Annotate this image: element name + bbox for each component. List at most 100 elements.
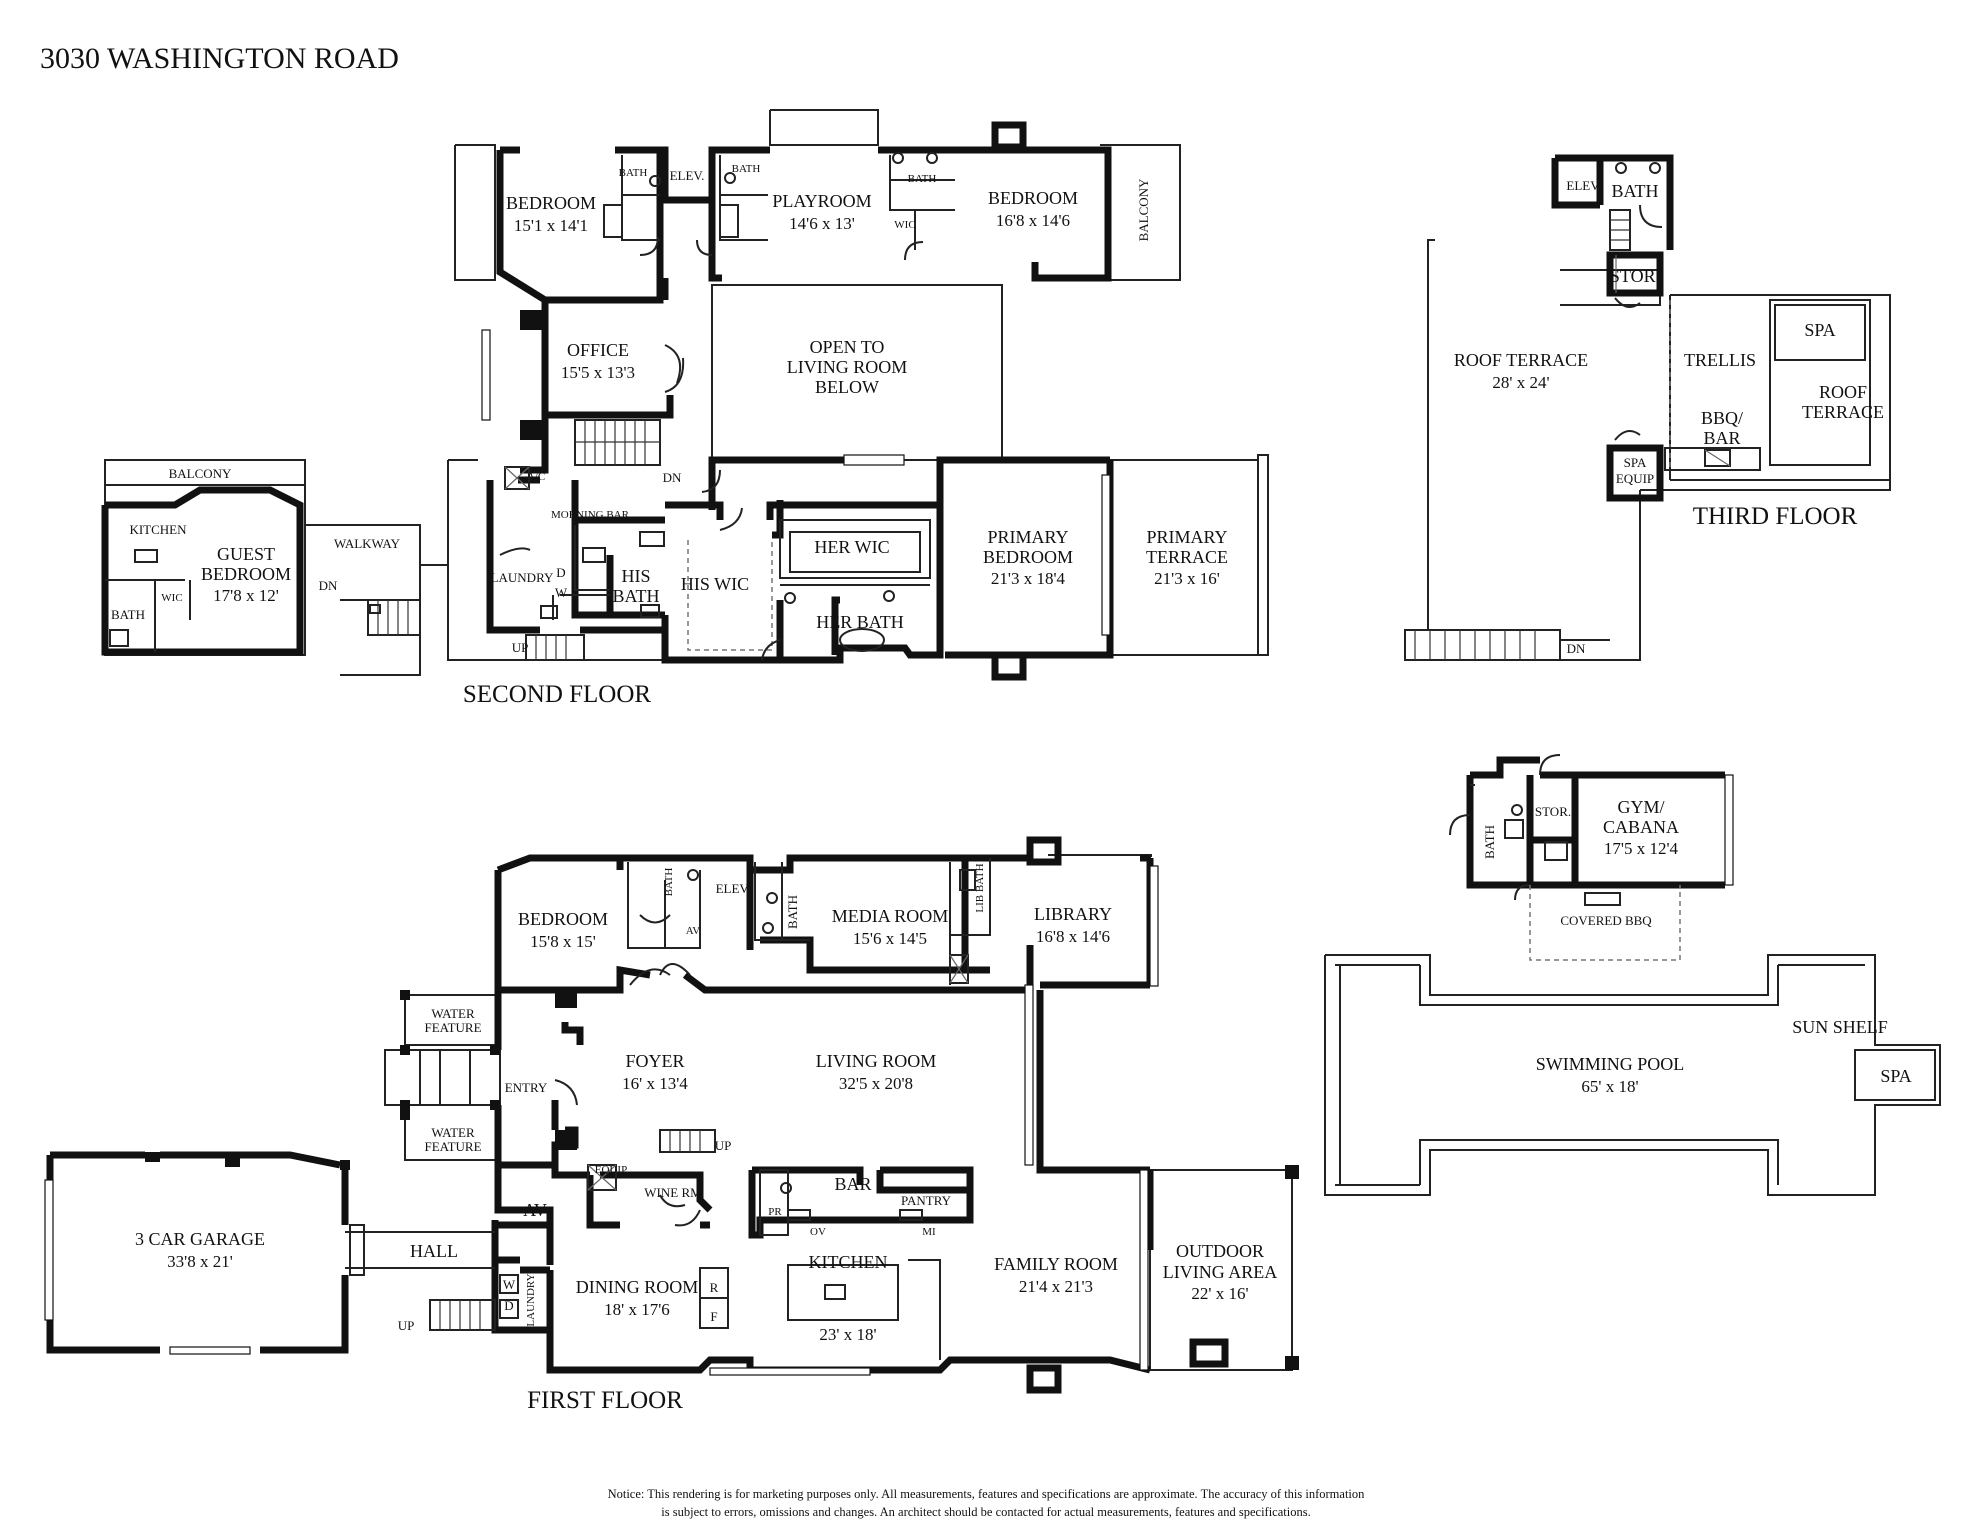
notice-line-2: is subject to errors, omissions and chan… xyxy=(661,1505,1310,1519)
sf-playroom-dim: 14'6 x 13' xyxy=(789,214,855,233)
od-bath-label: BATH xyxy=(1482,825,1497,859)
sf-dn-label: DN xyxy=(663,470,682,485)
third-floor-plan xyxy=(1404,154,1891,661)
sf-open-to-1: OPEN TO xyxy=(810,337,885,357)
sf-his-bath-2: BATH xyxy=(612,586,659,606)
sf-primary-bedroom-dim: 21'3 x 18'4 xyxy=(991,569,1066,588)
sf-bedroom1-name: BEDROOM xyxy=(506,193,596,213)
sf-primary-bedroom-2: BEDROOM xyxy=(983,547,1073,567)
ff-foyer-dim: 16' x 13'4 xyxy=(622,1074,688,1093)
ff-dining-room-dim: 18' x 17'6 xyxy=(604,1300,670,1319)
tf-stor-label: STOR. xyxy=(1610,266,1660,286)
ff-r-label: R xyxy=(710,1280,719,1295)
ff-av-small-label: AV xyxy=(686,925,701,937)
tf-bbq-bar-1: BBQ/ xyxy=(1701,408,1743,428)
sf-primary-terrace-dim: 21'3 x 16' xyxy=(1154,569,1220,588)
od-gym-dim: 17'5 x 12'4 xyxy=(1604,839,1679,858)
ff-outdoor-dim: 22' x 16' xyxy=(1191,1284,1248,1303)
sf-office-name: OFFICE xyxy=(567,340,629,360)
sf-bedroom1-dim: 15'1 x 14'1 xyxy=(514,216,588,235)
tf-roof-terrace2-1: ROOF xyxy=(1819,382,1867,402)
ff-laundry-label: LAUNDRY xyxy=(525,1273,537,1326)
tf-roof-terrace-name: ROOF TERRACE xyxy=(1454,350,1588,370)
gh-balcony-label: BALCONY xyxy=(169,466,232,481)
ff-entry-label: ENTRY xyxy=(505,1080,548,1095)
od-spa-label: SPA xyxy=(1880,1066,1911,1086)
pool-plan xyxy=(1324,954,1941,1196)
first-floor-plan xyxy=(345,836,1299,1394)
second-floor-label: SECOND FLOOR xyxy=(463,681,652,708)
sf-bath-c-label: BATH xyxy=(908,173,937,185)
gh-kitchen-label: KITCHEN xyxy=(129,522,187,537)
sf-up-label: UP xyxy=(512,640,529,655)
ff-w-label: W xyxy=(503,1277,516,1292)
tf-bath-label: BATH xyxy=(1611,181,1658,201)
ff-kitchen-dim: 23' x 18' xyxy=(819,1325,876,1344)
ff-water-feature-bottom-1: WATER xyxy=(431,1125,475,1140)
guest-house-plan xyxy=(101,459,448,676)
first-floor-label: FIRST FLOOR xyxy=(527,1387,683,1414)
ff-elev-label: ELEV. xyxy=(716,881,751,896)
gh-wic-label: WIC xyxy=(161,592,182,604)
sf-her-wic-label: HER WIC xyxy=(814,537,889,557)
ff-family-room-name: FAMILY ROOM xyxy=(994,1254,1118,1274)
sf-morning-bar-label: MORNING BAR xyxy=(551,509,630,521)
sf-office-dim: 15'5 x 13'3 xyxy=(561,363,635,382)
ff-f-label: F xyxy=(710,1309,717,1324)
tf-spa-equip-1: SPA xyxy=(1624,455,1647,470)
cabana-plan xyxy=(1449,754,1734,961)
sf-bedroom2-name: BEDROOM xyxy=(988,188,1078,208)
ff-bar-label: BAR xyxy=(834,1174,871,1194)
ff-mi-label: MI xyxy=(922,1226,936,1238)
ff-outdoor-2: LIVING AREA xyxy=(1163,1262,1278,1282)
gh-guest-bedroom-1: GUEST xyxy=(217,544,275,564)
ff-pantry-label: PANTRY xyxy=(901,1193,952,1208)
od-stor-label: STOR. xyxy=(1535,804,1571,819)
ff-bath-b-label: BATH xyxy=(785,895,800,929)
sf-elev-label: ELEV. xyxy=(670,168,705,183)
sf-open-to-2: LIVING ROOM xyxy=(787,357,908,377)
od-pool-dim: 65' x 18' xyxy=(1581,1077,1638,1096)
sf-primary-terrace-2: TERRACE xyxy=(1146,547,1228,567)
sf-balcony-label: BALCONY xyxy=(1136,178,1151,241)
ff-av-label: AV xyxy=(523,1200,547,1220)
sf-bedroom2-dim: 16'8 x 14'6 xyxy=(996,211,1070,230)
sf-primary-terrace-1: PRIMARY xyxy=(1146,527,1227,547)
second-floor-plan xyxy=(447,109,1269,681)
ff-bath-a-label: BATH xyxy=(663,868,675,897)
sf-d-label: D xyxy=(556,565,565,580)
gh-dn-label: DN xyxy=(319,578,338,593)
ff-up2-label: UP xyxy=(398,1318,415,1333)
notice-line-1: Notice: This rendering is for marketing … xyxy=(608,1487,1366,1501)
sf-playroom-name: PLAYROOM xyxy=(772,191,871,211)
ff-up-label: UP xyxy=(715,1138,732,1153)
od-covered-bbq-label: COVERED BBQ xyxy=(1560,913,1652,928)
ff-living-room-name: LIVING ROOM xyxy=(816,1051,937,1071)
sf-w-label: W xyxy=(555,585,568,600)
sf-primary-bedroom-1: PRIMARY xyxy=(987,527,1068,547)
ff-bedroom-dim: 15'8 x 15' xyxy=(530,932,596,951)
third-floor-label: THIRD FLOOR xyxy=(1693,503,1858,530)
ff-foyer-name: FOYER xyxy=(625,1051,684,1071)
ff-water-feature-top-2: FEATURE xyxy=(424,1020,481,1035)
ff-bedroom-name: BEDROOM xyxy=(518,909,608,929)
ff-kitchen-name: KITCHEN xyxy=(809,1252,888,1272)
tf-roof-terrace-dim: 28' x 24' xyxy=(1492,373,1549,392)
ff-media-room-dim: 15'6 x 14'5 xyxy=(853,929,927,948)
tf-bbq-bar-2: BAR xyxy=(1703,428,1740,448)
sf-wic-label: WIC xyxy=(894,219,915,231)
tf-dn-label: DN xyxy=(1567,641,1586,656)
tf-spa-label: SPA xyxy=(1804,320,1835,340)
od-gym-2: CABANA xyxy=(1603,817,1679,837)
ff-library-dim: 16'8 x 14'6 xyxy=(1036,927,1110,946)
ff-family-room-dim: 21'4 x 21'3 xyxy=(1019,1277,1093,1296)
od-gym-1: GYM/ xyxy=(1617,797,1664,817)
ff-living-room-dim: 32'5 x 20'8 xyxy=(839,1074,913,1093)
ff-dining-room-name: DINING ROOM xyxy=(576,1277,699,1297)
ff-garage-dim: 33'8 x 21' xyxy=(167,1252,233,1271)
tf-roof-terrace2-2: TERRACE xyxy=(1802,402,1884,422)
ff-d-label: D xyxy=(504,1298,513,1313)
ff-media-room-name: MEDIA ROOM xyxy=(832,906,949,926)
ff-outdoor-1: OUTDOOR xyxy=(1176,1241,1264,1261)
